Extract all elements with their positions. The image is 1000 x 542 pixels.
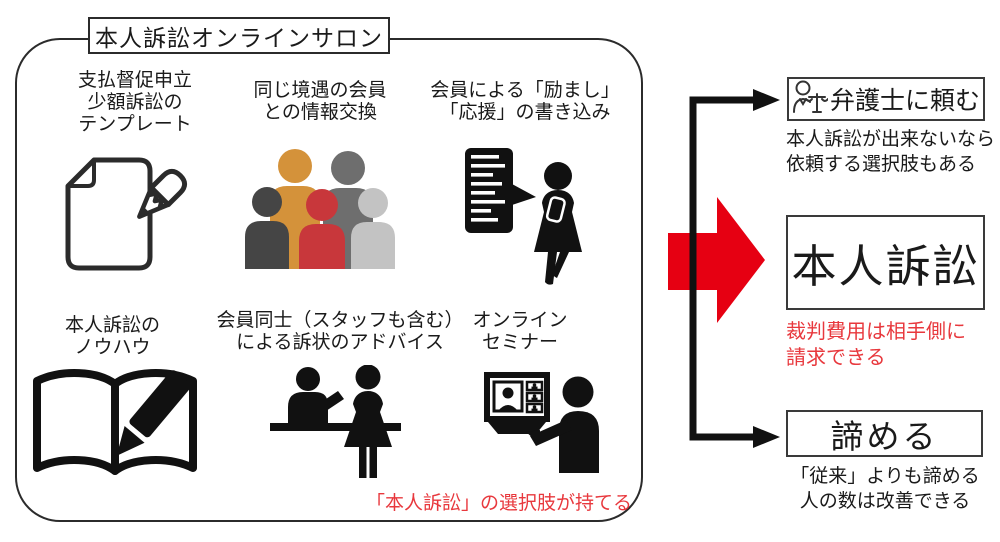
salon-title: 本人訴訟オンラインサロン: [95, 24, 383, 51]
red-arrow: [668, 197, 765, 323]
feature-label-seminar: オンライン セミナー: [472, 310, 568, 353]
outcome-give-up-note: 「従来」よりも諦める 人の数は改善できる: [790, 466, 980, 512]
lawyer-icon: [792, 80, 828, 113]
feature-label-templates: 支払督促申立 少額訴訟の テンプレート: [77, 70, 192, 135]
outcome-pro-se-note: 裁判費用は相手側に 請求できる: [786, 321, 966, 369]
outcome-lawyer-label: 弁護士に頼む: [829, 87, 980, 115]
outcome-give-up-label: 諦める: [830, 417, 939, 455]
salon-title-box: 本人訴訟オンラインサロン: [88, 17, 390, 54]
people-group-icon: [245, 149, 395, 269]
outcome-lawyer-note: 本人訴訟が出来ないなら 依頼する選択肢もある: [786, 129, 996, 175]
feature-label-info-exchange: 同じ境遇の会員 との情報交換: [253, 80, 387, 123]
outcome-pro-se-label: 本人訴訟: [791, 241, 980, 292]
outcome-box-pro-se: 本人訴訟: [786, 215, 985, 310]
document-pencil-icon: [65, 157, 188, 271]
feature-label-encouragement: 会員による「励まし」 「応援」の書き込み: [430, 80, 620, 123]
feature-label-knowhow: 本人訴訟の ノウハウ: [64, 315, 160, 358]
outcome-box-give-up: 諦める: [786, 410, 983, 457]
book-pencil-icon: [33, 369, 197, 475]
branch-arrow: [689, 89, 780, 448]
panel-footnote: 「本人訴訟」の選択肢が持てる: [365, 493, 632, 514]
outcome-box-lawyer: 弁護士に頼む: [787, 77, 985, 121]
online-seminar-icon: [484, 372, 599, 473]
feature-label-advice: 会員同士（スタッフも含む） による訴状のアドバイス: [216, 310, 464, 353]
desk-advice-icon: [270, 365, 401, 478]
member-posting-icon: [465, 148, 582, 285]
